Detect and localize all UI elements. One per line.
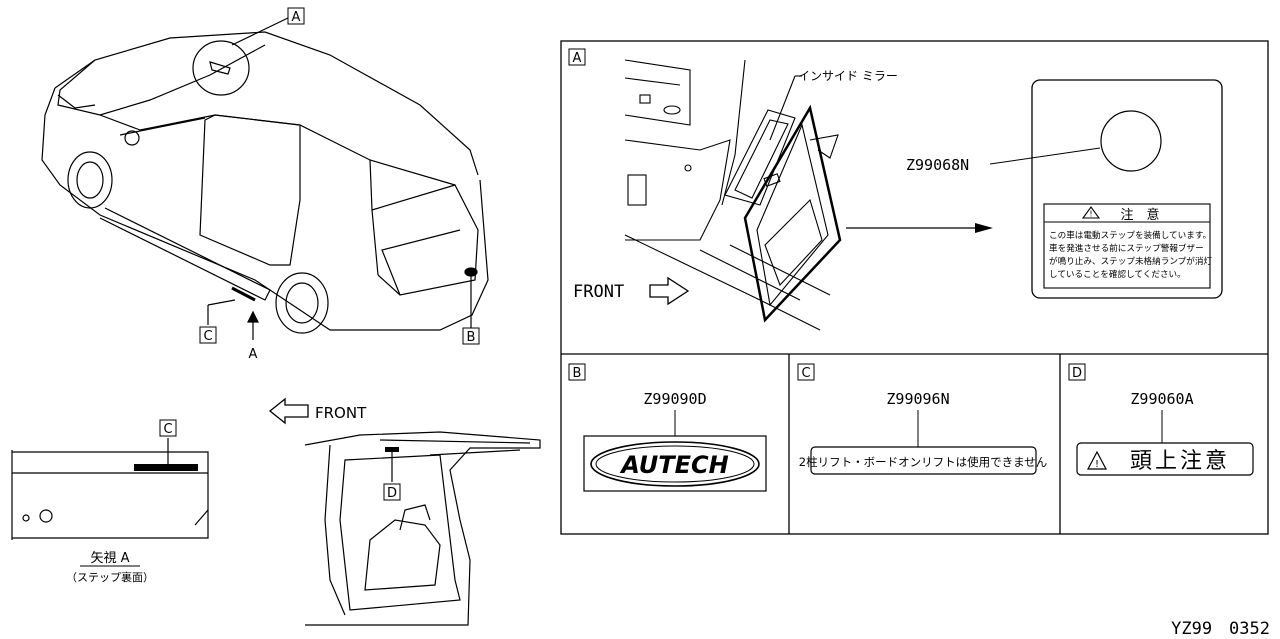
part-no-d: Z99060A [1130,390,1193,408]
front-arrow-left: FRONT [268,397,367,425]
head-caution-sticker [1076,442,1254,476]
front-label-a: FRONT [573,282,624,302]
caution-line-1: この車は電動ステップを装備しています。 [1049,229,1211,241]
panel-c-tag: C [801,366,810,381]
autech-logo: AUTECH [619,451,728,479]
caution-sticker [1031,79,1223,299]
svg-text:D: D [387,486,397,501]
callout-c-car: C [199,326,217,344]
warning-triangle-icon [1087,450,1107,470]
step-underside-view [11,438,209,540]
step-view-title: 矢視 A [90,551,129,566]
autech-badge [583,435,767,492]
callout-b-car: B [462,327,480,345]
svg-text:C: C [163,422,172,437]
head-caution-text: 頭上注意 [1130,449,1230,474]
part-no-a: Z99068N [906,156,969,174]
diagram-code: YZ99 0352 [1171,619,1270,639]
part-no-c: Z99096N [886,390,949,408]
caution-line-2: 車を発進させる前にステップ警報ブザー [1049,242,1204,254]
labels-frame [560,40,1269,535]
caution-line-4: していることを確認してください。 [1049,268,1186,280]
step-view-subtitle: （ステップ裏面） [66,570,154,584]
part-no-b: Z99090D [643,390,706,408]
panel-c: C Z99096N 2柱リフト・ボードオンリフトは使用できません [797,363,1047,475]
front-arrow-a [649,276,690,306]
callout-a-top: A [287,7,305,25]
arrow-a-label: A [249,347,258,362]
lift-warning-text: 2柱リフト・ボードオンリフトは使用できません [799,455,1047,469]
svg-text:A: A [292,10,301,25]
sticker-circle [1100,110,1162,172]
panel-d-tag: D [1072,366,1082,381]
panel-d: D Z99060A ! 頭上注意 [1068,363,1254,476]
warning-icon [1081,206,1101,219]
panel-a-tag: A [573,51,582,66]
rear-hatch-view [304,431,541,626]
svg-text:B: B [467,330,476,345]
svg-text:!: ! [1095,459,1099,470]
svg-text:!: ! [1089,210,1092,219]
panel-a: A インサイド ミラー FRONT Z9 [568,48,1223,331]
panel-b: B Z99090D AUTECH [568,363,767,492]
callout-c-step: C [159,419,177,437]
svg-text:C: C [203,329,212,344]
panel-b-tag: B [573,366,582,381]
caution-line-3: が鳴り止み、ステップ未格納ランプが消灯 [1049,255,1212,267]
svg-text:FRONT: FRONT [315,404,367,422]
lift-warning-sticker [810,446,1037,475]
mirror-label: インサイド ミラー [798,69,898,83]
callout-d-car: D [383,483,401,501]
van-drawing [41,16,489,340]
caution-title: 注 意 [1120,207,1159,223]
